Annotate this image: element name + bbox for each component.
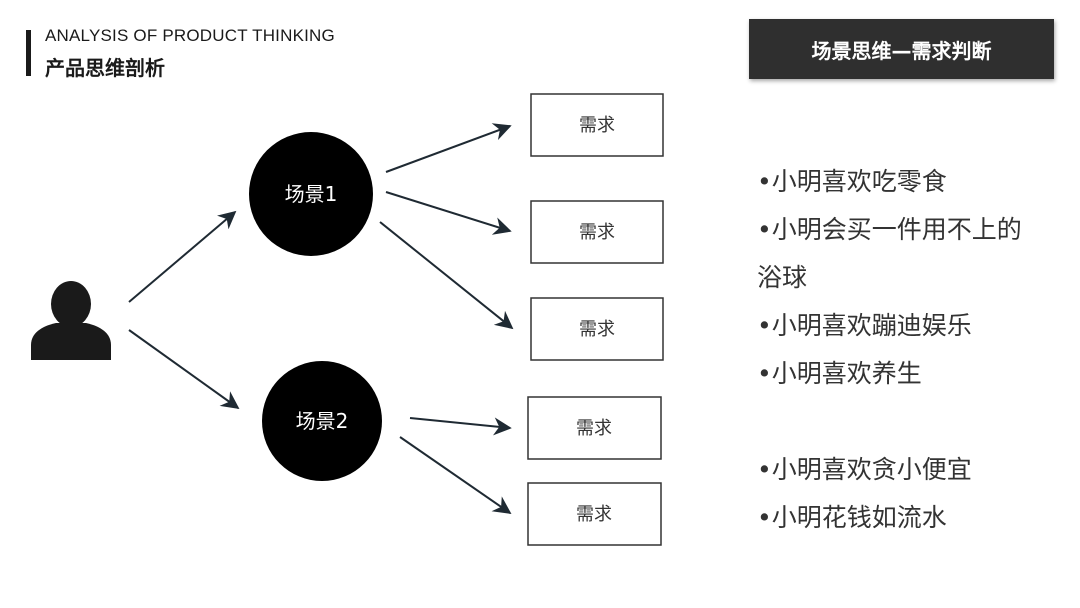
arrow-user-to-scene-2 <box>128 329 240 410</box>
bullet-list: •小明喜欢吃零食 •小明会买一件用不上的浴球 •小明喜欢蹦迪娱乐 •小明喜欢养生… <box>757 158 1027 542</box>
bullet-item: •小明喜欢蹦迪娱乐 <box>757 311 972 340</box>
need-box-2 <box>530 200 664 264</box>
header-accent-bar <box>26 30 31 76</box>
arrow-scene-2-to-need-4 <box>409 417 512 436</box>
need-box-4-label: 需求 <box>576 418 612 439</box>
arrow-scene-2-to-need-5 <box>399 436 512 515</box>
need-box-5 <box>527 482 662 546</box>
scene-diagram: 场景1 场景2 需求 需求 需求 需求 需求 <box>31 93 664 546</box>
need-box-1 <box>530 93 664 157</box>
scene-node-2-label: 场景2 <box>296 409 349 433</box>
scene-node-2 <box>262 361 382 481</box>
arrow-scene-1-to-need-3 <box>379 221 514 330</box>
user-silhouette-icon <box>31 281 111 360</box>
bullet-item: •小明花钱如流水 <box>757 503 947 532</box>
need-box-3-label: 需求 <box>579 319 615 340</box>
need-box-2-label: 需求 <box>579 222 615 243</box>
scene-node-1 <box>249 132 373 256</box>
arrow-scene-1-to-need-1 <box>385 123 512 173</box>
bullet-item: •小明喜欢贪小便宜 <box>757 455 972 484</box>
bullet-gap <box>757 398 1027 446</box>
header-title-zh: 产品思维剖析 <box>45 56 165 80</box>
need-box-5-label: 需求 <box>576 504 612 525</box>
arrow-scene-1-to-need-2 <box>385 191 512 235</box>
scene-node-1-label: 场景1 <box>285 182 338 206</box>
side-panel-title: 场景思维—需求判断 <box>749 19 1054 79</box>
arrow-user-to-scene-1 <box>128 210 237 303</box>
need-box-1-label: 需求 <box>579 115 615 136</box>
need-box-3 <box>530 297 664 361</box>
bullet-item: •小明喜欢养生 <box>757 359 922 388</box>
header-title-en: ANALYSIS OF PRODUCT THINKING <box>45 26 335 45</box>
need-box-4 <box>527 396 662 460</box>
bullet-item: •小明喜欢吃零食 <box>757 167 947 196</box>
bullet-item: •小明会买一件用不上的浴球 <box>757 215 1022 292</box>
